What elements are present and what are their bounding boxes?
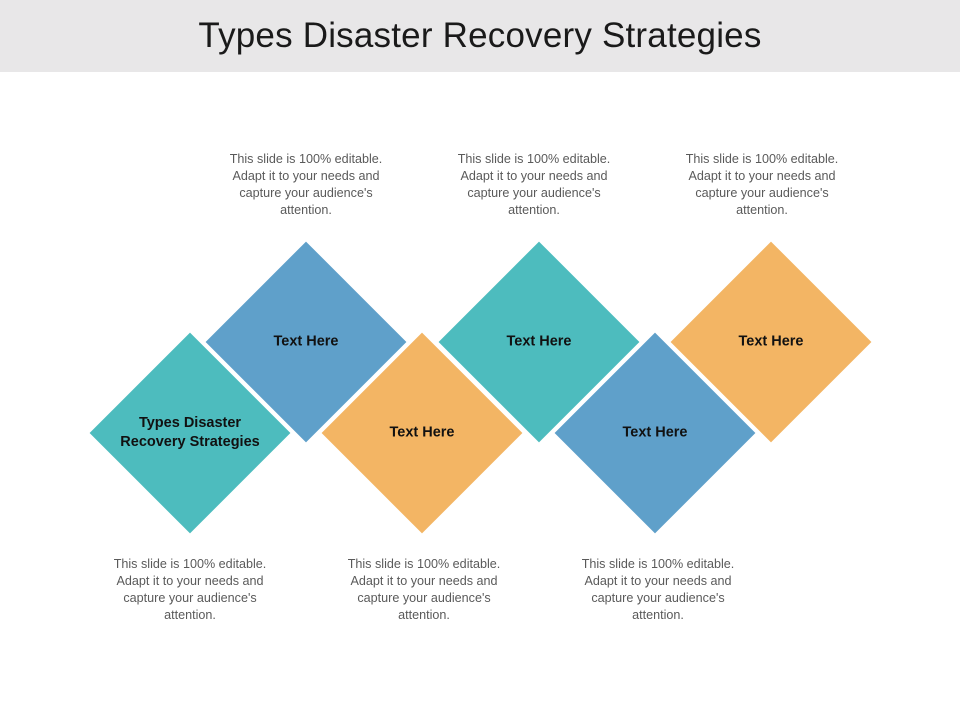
- caption-top-2: This slide is 100% editable. Adapt it to…: [457, 152, 611, 217]
- caption-top-3: This slide is 100% editable. Adapt it to…: [685, 152, 839, 217]
- diamond-main-label: Types Disaster Recovery Strategies: [120, 415, 260, 450]
- diamond-6-label: Text Here: [738, 333, 804, 350]
- diamond-2-label: Text Here: [273, 333, 339, 350]
- diamond-4-label: Text Here: [506, 333, 572, 350]
- diamond-3-label: Text Here: [389, 424, 455, 441]
- caption-bottom-3: This slide is 100% editable. Adapt it to…: [581, 557, 735, 622]
- caption-bottom-1: This slide is 100% editable. Adapt it to…: [113, 557, 267, 622]
- caption-bottom-2: This slide is 100% editable. Adapt it to…: [347, 557, 501, 622]
- caption-top-1: This slide is 100% editable. Adapt it to…: [229, 152, 383, 217]
- diamond-5-label: Text Here: [622, 424, 688, 441]
- title-bar: Types Disaster Recovery Strategies: [0, 0, 960, 72]
- page-title: Types Disaster Recovery Strategies: [198, 16, 762, 55]
